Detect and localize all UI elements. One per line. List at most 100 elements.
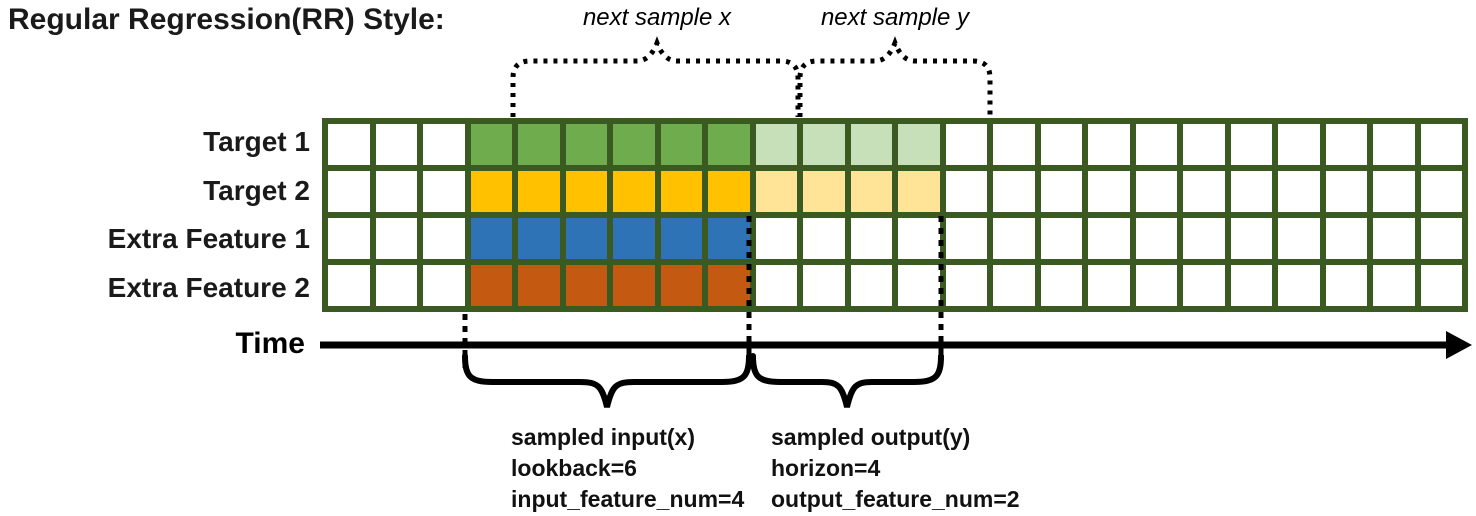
grid-cell	[328, 265, 370, 306]
output-feature-num-value: output_feature_num=2	[771, 486, 1020, 512]
grid-cell	[660, 124, 702, 165]
grid-cell	[613, 171, 655, 212]
grid-cell	[803, 171, 845, 212]
grid-cell	[660, 171, 702, 212]
grid-cell	[708, 124, 750, 165]
grid-cell	[1325, 124, 1367, 165]
grid-cell	[898, 171, 940, 212]
grid-cell	[375, 218, 417, 259]
horizon-value: horizon=4	[771, 455, 881, 481]
sampled-output-annotation: sampled output(y) horizon=4 output_featu…	[771, 422, 1020, 515]
grid-cell	[803, 124, 845, 165]
time-axis-arrowhead-icon	[1446, 331, 1472, 359]
sampled-input-title: sampled input(x)	[511, 424, 696, 450]
grid-cell	[613, 265, 655, 306]
grid-cell	[565, 171, 607, 212]
sampled-input-brace	[462, 353, 752, 408]
grid-cell	[1420, 265, 1462, 306]
grid-cell	[708, 265, 750, 306]
grid-cell	[1088, 171, 1130, 212]
grid-cell	[423, 124, 465, 165]
grid-cell	[850, 265, 892, 306]
grid-cell	[375, 265, 417, 306]
grid-cell	[423, 171, 465, 212]
grid-cell	[850, 124, 892, 165]
grid-cell	[945, 171, 987, 212]
grid-cell	[755, 218, 797, 259]
grid-cell	[1230, 171, 1272, 212]
sampled-input-annotation: sampled input(x) lookback=6 input_featur…	[511, 422, 744, 515]
grid-cell	[945, 124, 987, 165]
grid-cell	[1373, 124, 1415, 165]
grid-cell	[993, 218, 1035, 259]
time-axis-label: Time	[235, 327, 305, 360]
diagram-title: Regular Regression(RR) Style:	[8, 3, 445, 36]
row-label-target-1: Target 1	[203, 126, 310, 158]
grid-cell	[1040, 218, 1082, 259]
grid-cell	[1088, 218, 1130, 259]
sampled-output-title: sampled output(y)	[771, 424, 971, 450]
grid-cell	[1135, 265, 1177, 306]
row-label-target-2: Target 2	[203, 174, 310, 206]
grid-cell	[518, 171, 560, 212]
sampled-output-brace	[750, 353, 944, 408]
grid-cell	[328, 124, 370, 165]
grid-cell	[613, 124, 655, 165]
grid-cell	[1183, 171, 1225, 212]
grid-cell	[803, 218, 845, 259]
next-sample-x-brace	[510, 36, 801, 117]
grid-cell	[660, 265, 702, 306]
lookback-value: lookback=6	[511, 455, 637, 481]
grid-cell	[1135, 171, 1177, 212]
grid-cell	[850, 171, 892, 212]
grid-cell	[803, 265, 845, 306]
grid-cell	[1135, 218, 1177, 259]
grid-cell	[518, 218, 560, 259]
grid-cell	[755, 124, 797, 165]
grid-cell	[1420, 171, 1462, 212]
grid-cell	[1183, 218, 1225, 259]
grid-cell	[565, 218, 607, 259]
grid-cell	[660, 218, 702, 259]
grid-cell	[993, 265, 1035, 306]
grid-cell	[1373, 265, 1415, 306]
grid-cell	[423, 265, 465, 306]
grid-cell	[1325, 171, 1367, 212]
row-label-extra-feature-2: Extra Feature 2	[107, 271, 310, 303]
grid-cell	[898, 218, 940, 259]
grid-cell	[755, 171, 797, 212]
grid-cell	[423, 218, 465, 259]
grid-cell	[1040, 124, 1082, 165]
grid-cell	[1325, 265, 1367, 306]
grid-cell	[1278, 171, 1320, 212]
grid-cell	[1420, 124, 1462, 165]
grid-cell	[565, 124, 607, 165]
next-sample-y-brace	[797, 36, 993, 117]
grid-cell	[1183, 265, 1225, 306]
grid-cell	[945, 218, 987, 259]
grid-cell	[993, 171, 1035, 212]
grid-cell	[850, 218, 892, 259]
grid-cell	[518, 265, 560, 306]
grid-cell	[755, 265, 797, 306]
grid-cell	[898, 265, 940, 306]
grid-cell	[565, 265, 607, 306]
grid	[322, 118, 1468, 312]
next-sample-x-label: next sample x	[582, 4, 732, 31]
grid-cell	[945, 265, 987, 306]
next-sample-y-label: next sample y	[820, 4, 970, 31]
grid-cell	[1040, 265, 1082, 306]
grid-cell	[1040, 171, 1082, 212]
grid-cell	[1325, 218, 1367, 259]
grid-cell	[1230, 218, 1272, 259]
grid-cell	[1278, 265, 1320, 306]
grid-cell	[1230, 265, 1272, 306]
grid-cell	[1420, 218, 1462, 259]
grid-cell	[1373, 218, 1415, 259]
grid-cell	[470, 218, 512, 259]
grid-cell	[708, 171, 750, 212]
grid-cell	[1135, 124, 1177, 165]
grid-cell	[1088, 265, 1130, 306]
row-labels: Target 1 Target 2 Extra Feature 1 Extra …	[0, 118, 310, 312]
